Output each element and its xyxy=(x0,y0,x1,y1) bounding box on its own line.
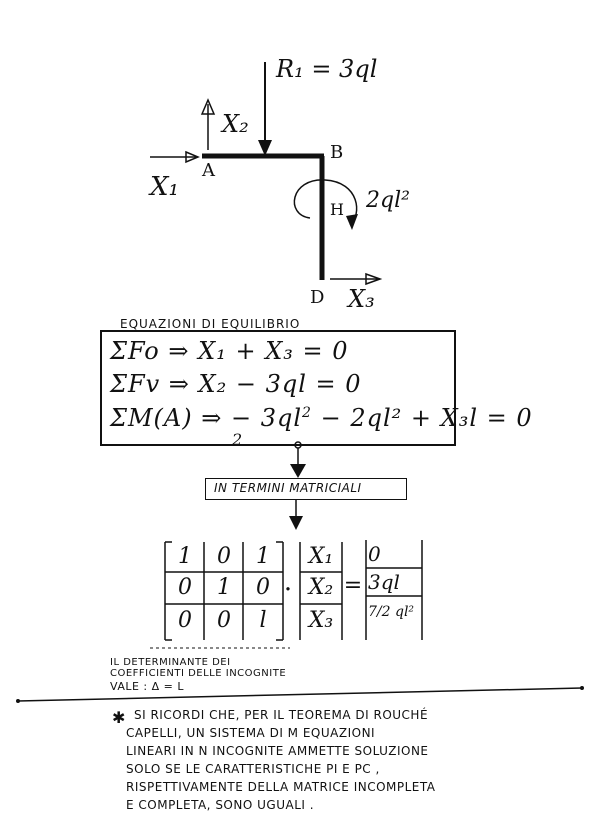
x2-arrowhead xyxy=(200,98,216,115)
equation-3-denominator: 2 xyxy=(232,430,244,449)
coefficient-cell: 0 xyxy=(178,575,192,600)
unknown-cell: X₃ xyxy=(308,608,334,633)
determinant-note-line-3: VALE : Δ = l xyxy=(110,680,184,693)
coefficient-cell: 0 xyxy=(217,608,231,633)
flow-arrowhead-1 xyxy=(290,464,306,478)
equation-3-left: ΣM(A) ⇒ − 3ql xyxy=(110,404,303,432)
equation-2: ΣFv ⇒ X₂ − 3ql = 0 xyxy=(110,370,362,398)
coefficient-matrix-grid xyxy=(150,540,423,649)
equation-3-right: − 2ql² + X₃l = 0 xyxy=(320,404,533,432)
equation-3: ΣM(A) ⇒ − 3ql2 − 2ql² + X₃l = 0 xyxy=(110,404,533,432)
footnote-line-4: SOLO SE LE CARATTERISTICHE ρi E ρc , xyxy=(126,762,380,776)
footnote-line-3: LINEARI IN n INCOGNITE AMMETTE SOLUZIONE xyxy=(126,744,429,758)
moment-arc xyxy=(293,179,326,219)
load-arrowhead xyxy=(258,140,272,156)
rhs-cell: 0 xyxy=(368,542,381,566)
equation-1: ΣFo ⇒ X₁ + X₃ = 0 xyxy=(110,337,349,365)
determinant-note-line-1: IL DETERMINANTE DEI xyxy=(110,657,231,668)
coefficient-cell: 0 xyxy=(217,544,231,569)
equation-3-exponent: 2 xyxy=(302,405,312,421)
moment-label: 2ql² xyxy=(366,188,410,213)
equals-sign: = xyxy=(343,573,363,598)
footnote-line-6: E COMPLETA, SONO UGUALI . xyxy=(126,798,315,812)
node-b-label: B xyxy=(330,142,344,163)
x3-label: X₃ xyxy=(348,285,375,313)
moment-arrowhead xyxy=(346,214,358,230)
unknown-cell: X₂ xyxy=(308,575,334,600)
coefficient-cell: 0 xyxy=(178,608,192,633)
flow-arrowhead-2 xyxy=(289,516,303,530)
equilibrium-box xyxy=(100,330,456,446)
unknown-cell: X₁ xyxy=(308,544,334,569)
separator-line xyxy=(17,687,583,702)
footnote-line-1: SI RICORDI CHE, PER IL TEOREMA DI ROUCHÉ xyxy=(134,708,429,722)
determinant-note-line-2: COEFFICIENTI DELLE INCOGNITE xyxy=(110,668,287,679)
footnote-line-2: CAPELLI, UN SISTEMA DI m EQUAZIONI xyxy=(126,726,376,740)
multiply-dot: · xyxy=(283,575,293,605)
rhs-cell: 3ql xyxy=(368,570,400,594)
coefficient-cell: 1 xyxy=(217,575,231,600)
coefficient-cell: 1 xyxy=(256,544,270,569)
load-label: R₁ = 3ql xyxy=(276,55,378,83)
node-h-label: H xyxy=(330,200,344,219)
rhs-cell: 7/2 ql² xyxy=(368,604,415,620)
matrix-title: IN TERMINI MATRICIALI xyxy=(214,481,362,495)
footnote-star: ✱ xyxy=(112,708,126,727)
coefficient-cell: l xyxy=(259,608,267,633)
x1-label: X₁ xyxy=(150,172,179,202)
x1-arrowhead xyxy=(185,150,200,164)
x2-label: X₂ xyxy=(222,110,249,138)
coefficient-cell: 0 xyxy=(256,575,270,600)
node-a-label: A xyxy=(202,160,215,181)
equilibrium-title: EQUAZIONI DI EQUILIBRIO xyxy=(120,317,301,331)
matrix-title-box xyxy=(205,478,407,500)
footnote-line-5: RISPETTIVAMENTE DELLA MATRICE INCOMPLETA xyxy=(126,780,436,794)
coefficient-cell: 1 xyxy=(178,544,192,569)
x3-arrowhead xyxy=(365,272,383,286)
node-d-label: D xyxy=(310,287,325,308)
